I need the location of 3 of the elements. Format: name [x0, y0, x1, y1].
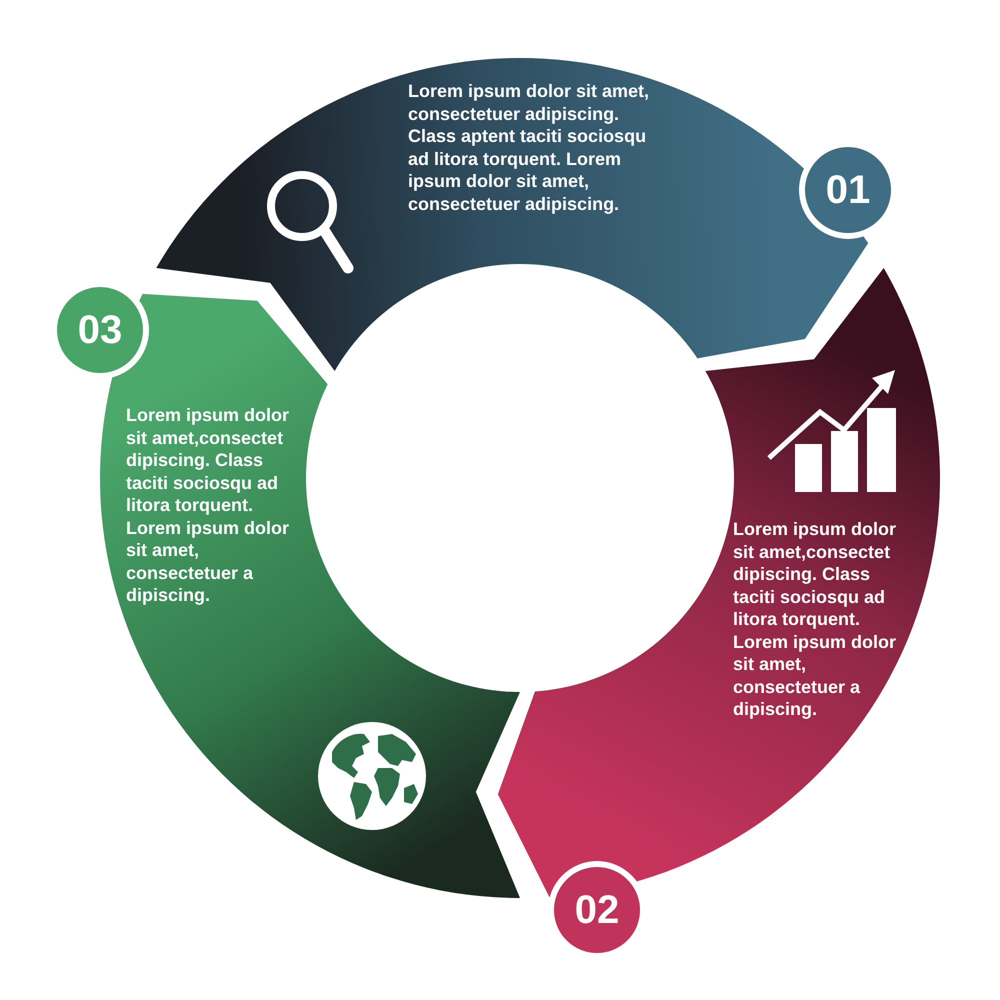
- description-text: Lorem ipsum dolor sit amet, consectetuer adipiscing. Class aptent taciti sociosqu ad litora torquent. Lorem ipsum dolor sit amet, consectetuer adipiscing.: [408, 80, 650, 215]
- description-text: Lorem ipsum dolor sit amet,consectet dipiscing. Class taciti sociosqu ad litora torquent. Lorem ipsum dolor sit amet, consectetuer a dipiscing.: [126, 404, 290, 606]
- description-text: Lorem ipsum dolor sit amet,consectet dipiscing. Class taciti sociosqu ad litora torquent. Lorem ipsum dolor sit amet, consectetuer a dipiscing.: [733, 518, 898, 720]
